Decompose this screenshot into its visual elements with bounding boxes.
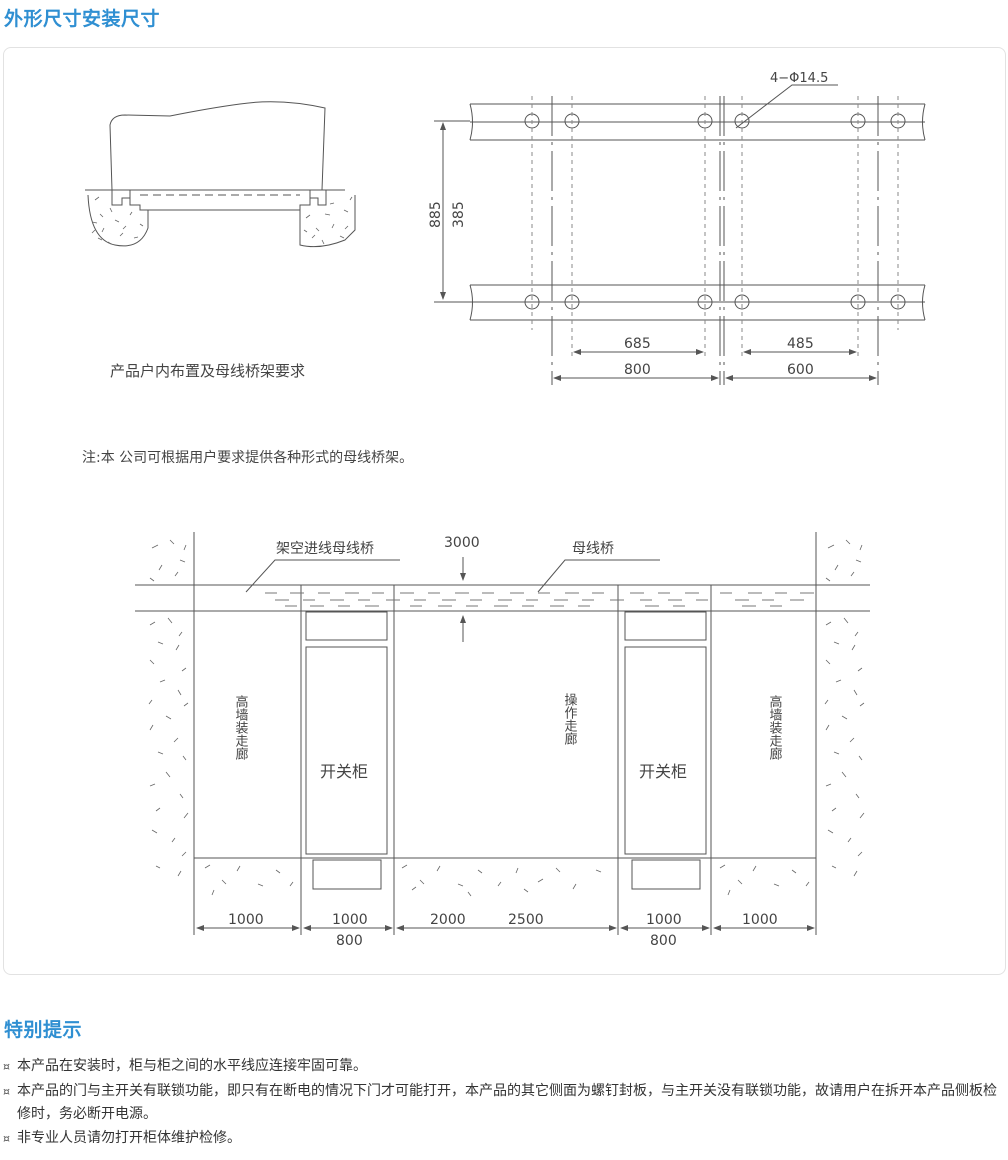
dim-485: 485 [787, 336, 814, 352]
dim-385: 385 [451, 201, 467, 228]
dim-bottom-3: 2000 [430, 912, 466, 928]
rear-corridor-right-label: 高墙装走廊 [767, 694, 783, 760]
floor-fill-left [91, 196, 144, 245]
wall-hatch-right [824, 539, 865, 877]
dim-bottom-2: 1000 [332, 912, 368, 928]
room-layout [135, 532, 870, 935]
dim-bottom-800-right: 800 [650, 933, 677, 949]
switch-cabinet-left-label: 开关柜 [320, 762, 368, 781]
busbar-dashes [265, 592, 814, 607]
dim-600: 600 [787, 362, 814, 378]
busbar-bridge-label: 母线桥 [572, 541, 614, 557]
drawing-panel [3, 47, 1006, 975]
rear-corridor-left-label: 高墙装走廊 [233, 694, 249, 760]
operating-corridor-label: 操作走廊 [562, 692, 578, 745]
drawing-note: 注:本 公司可根据用户要求提供各种形式的母线桥架。 [82, 449, 413, 466]
section-title-dimensions: 外形尺寸安装尺寸 [4, 8, 161, 30]
dim-bottom-800-left: 800 [336, 933, 363, 949]
bullet-icon: ¤ [3, 1132, 10, 1145]
floor-caption: 产品户内布置及母线桥架要求 [110, 362, 305, 380]
dim-800: 800 [624, 362, 651, 378]
tip-item: ¤ 非专业人员请勿打开柜体维护检修。 [3, 1127, 1006, 1150]
section-title-tips: 特别提示 [4, 1019, 83, 1041]
dim-685: 685 [624, 336, 651, 352]
floor-fill-right [303, 196, 353, 245]
bullet-icon: ¤ [3, 1060, 10, 1073]
dim-bottom-1: 1000 [228, 912, 264, 928]
dim-bottom-5: 1000 [646, 912, 682, 928]
channel-steel-plan [434, 84, 926, 385]
overhead-bridge-label: 架空进线母线桥 [276, 541, 374, 557]
hole-spec-label: 4−Φ14.5 [770, 71, 828, 86]
height-dim-label: 3000 [444, 535, 480, 551]
floor-hatch [204, 864, 810, 897]
tip-text: 本产品在安装时，柜与柜之间的水平线应连接牢固可靠。 [17, 1058, 367, 1074]
switch-cabinet-right-label: 开关柜 [639, 762, 687, 781]
tip-item: ¤ 本产品在安装时，柜与柜之间的水平线应连接牢固可靠。 [3, 1055, 1006, 1078]
tips-list: ¤ 本产品在安装时，柜与柜之间的水平线应连接牢固可靠。 ¤ 本产品的门与主开关有联锁… [3, 1055, 1006, 1152]
tip-text: 非专业人员请勿打开柜体维护检修。 [17, 1130, 241, 1146]
wall-hatch-left [148, 539, 189, 877]
dim-bottom-4: 2500 [508, 912, 544, 928]
bullet-icon: ¤ [3, 1085, 10, 1098]
tip-text: 本产品的门与主开关有联锁功能，即只有在断电的情况下门才可能打开，本产品的其它侧面… [17, 1083, 997, 1122]
installation-drawing: 产品户内布置及母线桥架要求 4−Φ14.5 885 385 68 [82, 71, 926, 949]
tip-item: ¤ 本产品的门与主开关有联锁功能，即只有在断电的情况下门才可能打开，本产品的其它侧… [3, 1080, 1006, 1125]
dim-885: 885 [428, 201, 444, 228]
dim-bottom-6: 1000 [742, 912, 778, 928]
floor-section-sketch [85, 101, 356, 248]
